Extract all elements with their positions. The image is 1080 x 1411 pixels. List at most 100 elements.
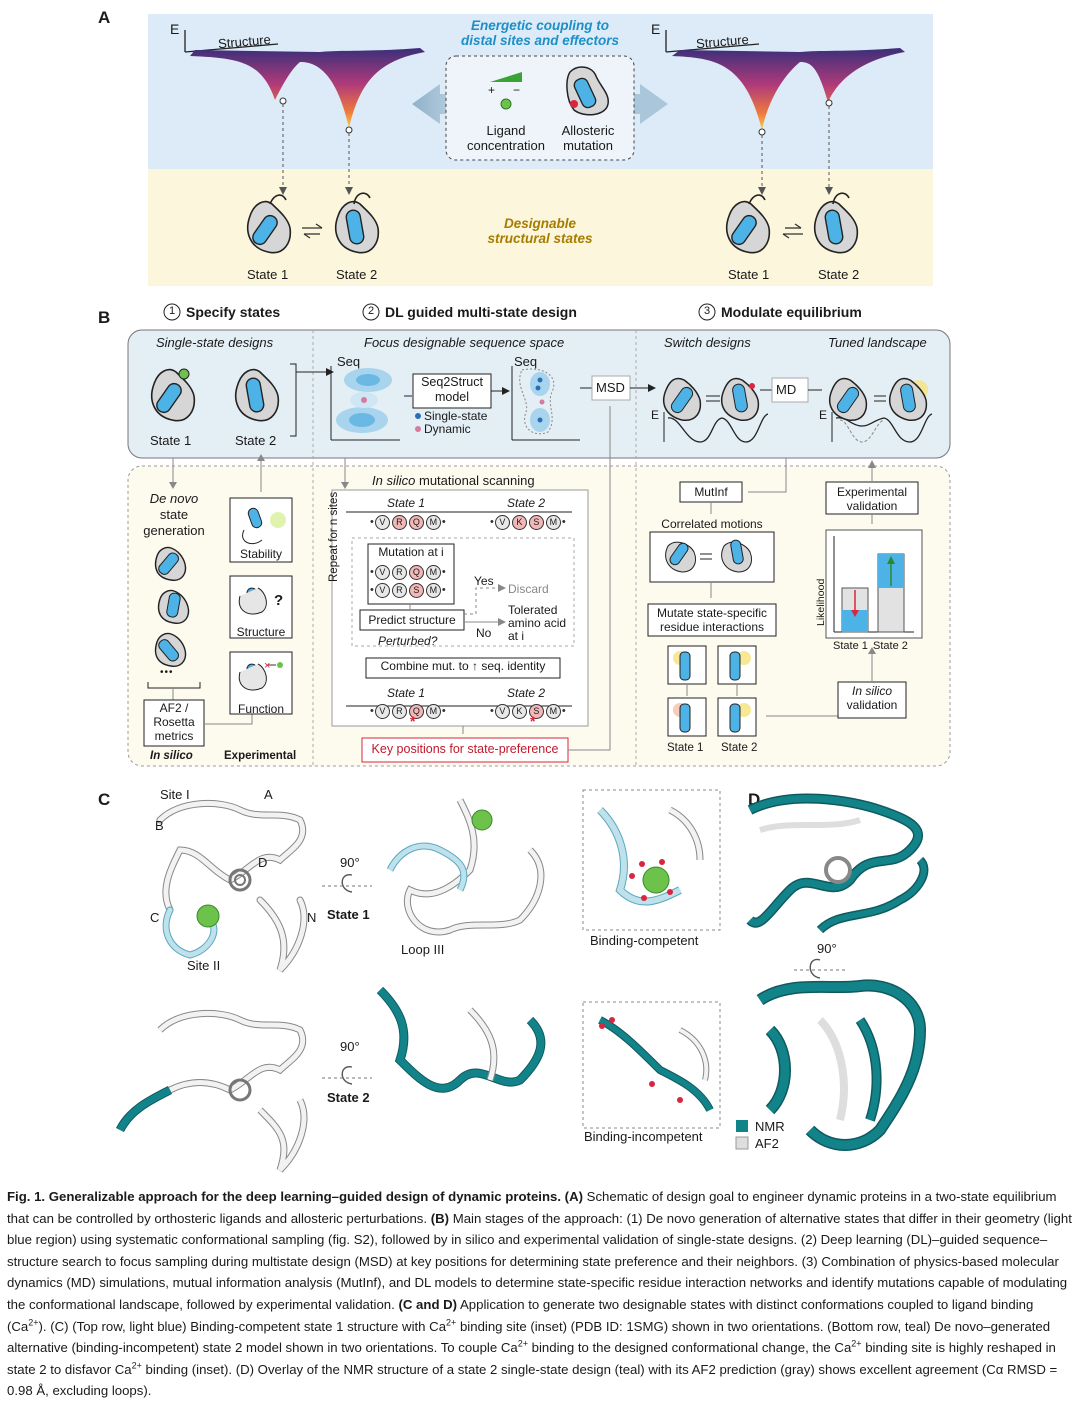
seq2struct-label-1: Seq2Struct bbox=[421, 375, 483, 389]
switch-designs-title: Switch designs bbox=[664, 335, 751, 350]
residue-bead: Q bbox=[408, 565, 424, 580]
exp-val-label-2: validation bbox=[846, 499, 898, 513]
denovo-dots: ••• bbox=[160, 667, 174, 678]
loop3-label: Loop III bbox=[401, 942, 445, 957]
calcium-ion-1 bbox=[196, 904, 220, 928]
insilico-val-box bbox=[837, 681, 907, 719]
yes-arrowhead bbox=[498, 584, 506, 592]
no-arrowhead bbox=[498, 618, 506, 626]
residue-bead: K bbox=[511, 515, 527, 530]
predict-box bbox=[359, 609, 465, 631]
panel-label-c: C bbox=[98, 790, 111, 809]
seq2struct-box bbox=[412, 373, 492, 409]
helix-c-label: C bbox=[150, 910, 160, 925]
minus-sign: − bbox=[513, 83, 521, 97]
ligand-wedge bbox=[490, 72, 522, 82]
step2-circle bbox=[362, 303, 380, 321]
ligand-label-1: Ligand bbox=[486, 123, 526, 138]
seq2struct-label: Seq2Struct model bbox=[413, 375, 491, 405]
likelihood-label: Likelihood bbox=[815, 578, 827, 626]
af2-label-3: metrics bbox=[154, 729, 194, 743]
dynamic-dot bbox=[415, 426, 421, 432]
state1-label-c: State 1 bbox=[327, 907, 370, 922]
nmr-overlay-bottom bbox=[756, 979, 927, 1151]
mutate-box bbox=[647, 603, 777, 637]
coupling-title-line1: Energetic coupling to bbox=[470, 18, 609, 33]
allosteric-protein-icon bbox=[566, 66, 609, 116]
insilico-val-label: In silico validation bbox=[838, 684, 906, 712]
helix-d-label: D bbox=[258, 855, 268, 870]
scan-title-italic: In silico bbox=[372, 473, 416, 488]
insilico-val-label-1: In silico bbox=[851, 684, 892, 698]
chain-end: • bbox=[370, 584, 374, 596]
scan-title: In silico mutational scanning bbox=[372, 473, 535, 488]
predict-label: Predict structure bbox=[368, 613, 456, 627]
residue-bead: M bbox=[425, 515, 441, 530]
rotate-icon-2 bbox=[322, 1066, 372, 1085]
switch-design-icons bbox=[662, 377, 928, 421]
seq-space-plot-1 bbox=[330, 366, 412, 441]
caption-cd-text-6: binding (inset). (D) Overlay of the NMR … bbox=[7, 1361, 1058, 1399]
site1-label: Site I bbox=[160, 787, 190, 802]
caption-cd-text-1: Application to generate two designable s… bbox=[7, 1296, 1034, 1334]
single-state-legend: Single-state bbox=[424, 409, 488, 423]
msd-arrowhead bbox=[648, 384, 656, 392]
residue-bead: M bbox=[425, 583, 441, 598]
calcium-ion-inset bbox=[642, 866, 670, 894]
dynamic-legend: Dynamic bbox=[424, 422, 471, 436]
inset-top-ribbon bbox=[597, 806, 704, 906]
repeat-label: Repeat for n sites bbox=[328, 482, 340, 582]
residue-bead: V bbox=[494, 704, 510, 719]
panel-a-figure bbox=[148, 14, 933, 286]
insilico-val-label-2: validation bbox=[846, 698, 898, 712]
chain-end: • bbox=[370, 566, 374, 578]
mutate-label-1: Mutate state-specific bbox=[656, 606, 768, 620]
energy-landscape-left bbox=[184, 30, 425, 195]
single-state-title: Single-state designs bbox=[156, 335, 274, 350]
figure-caption: Fig. 1. Generalizable approach for the d… bbox=[7, 1186, 1073, 1402]
focus-space-title: Focus designable sequence space bbox=[364, 335, 565, 350]
caption-sup-5: 2+ bbox=[131, 1360, 142, 1371]
arrow-mutinf bbox=[748, 458, 787, 493]
discard-label: Discard bbox=[508, 582, 549, 596]
step3-circle bbox=[698, 303, 716, 321]
rotate-icon-1 bbox=[322, 874, 372, 893]
in-silico-label: In silico bbox=[150, 750, 193, 762]
denovo-label-3: generation bbox=[143, 523, 205, 538]
denovo-label-1: De novo bbox=[149, 491, 199, 506]
chain-end: • bbox=[441, 516, 446, 528]
md-label: MD bbox=[776, 382, 797, 397]
experimental-icons: × bbox=[238, 507, 286, 691]
correlated-icons bbox=[665, 539, 752, 573]
exp-val-label-1: Experimental bbox=[836, 485, 908, 499]
denovo-label: De novo state generation bbox=[140, 491, 208, 539]
exp-val-label: Experimental validation bbox=[826, 485, 918, 513]
arrow-scan-head bbox=[341, 482, 349, 489]
helix-b-label: B bbox=[155, 818, 164, 833]
rotate-deg-2: 90° bbox=[340, 1039, 360, 1054]
caption-cd-label: (C and D) bbox=[398, 1296, 458, 1312]
residue-bead: R bbox=[391, 704, 407, 719]
chain-end: • bbox=[441, 705, 446, 717]
residue-bead: S bbox=[528, 704, 544, 719]
state1-label-mut: State 1 bbox=[667, 742, 704, 754]
residue-bead: M bbox=[545, 515, 561, 530]
residue-bead: K bbox=[511, 704, 527, 719]
scan-state1: State 1 bbox=[387, 496, 426, 510]
mutate-label-2: residue interactions bbox=[659, 620, 765, 634]
plus-sign: + bbox=[488, 83, 496, 97]
caption-fig: Fig. 1. bbox=[7, 1189, 46, 1204]
inset-bottom-ribbon bbox=[598, 1016, 714, 1112]
energy-curves bbox=[663, 412, 933, 443]
scan-box bbox=[331, 489, 589, 727]
residue-bead: V bbox=[374, 515, 390, 530]
arrow-exp-val-head bbox=[868, 460, 876, 468]
seq-space-plot-2 bbox=[511, 366, 580, 441]
state2-label-c: State 2 bbox=[327, 1090, 370, 1105]
site2-label: Site II bbox=[187, 958, 221, 973]
function-label: Function bbox=[237, 702, 285, 716]
